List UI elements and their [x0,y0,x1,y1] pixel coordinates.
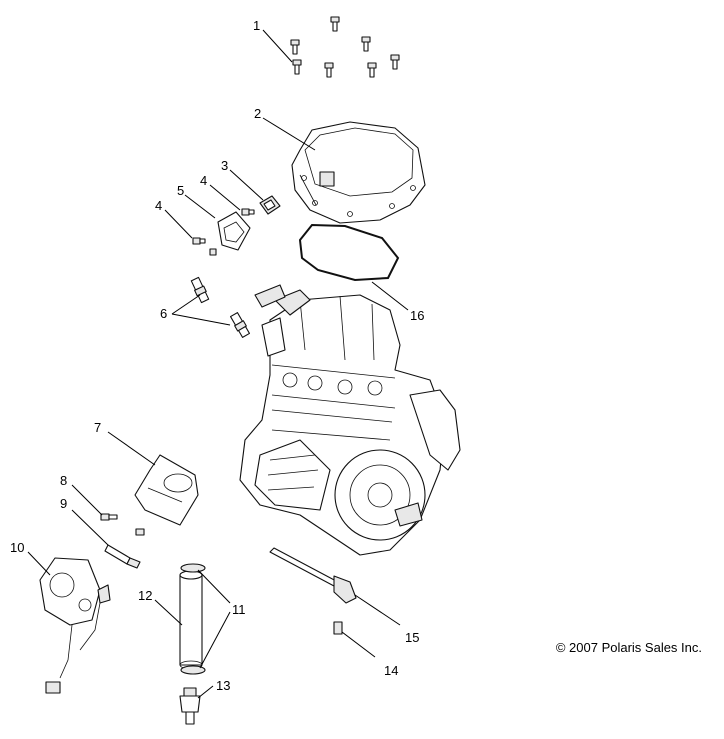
callout-10: 10 [10,540,24,555]
pin-14 [333,621,343,635]
intake-boot [134,454,199,526]
callout-11: 11 [232,602,246,617]
clamps [180,563,206,675]
bolt [367,62,377,78]
sensor-part [259,195,281,215]
callout-8: 8 [60,473,67,488]
bracket-part [217,211,251,251]
callout-4-lower: 4 [155,198,162,213]
bolt [324,62,334,78]
bolt [330,16,340,32]
callout-12: 12 [138,588,152,603]
bolts-group [290,16,400,78]
gasket [298,223,400,282]
callout-1: 1 [253,18,260,33]
callout-2: 2 [254,106,261,121]
engine-block [239,284,461,556]
fitting-13 [179,687,201,725]
spark-plugs [190,276,251,338]
callout-labels: 1 2 3 4 4 5 6 7 8 9 10 11 12 13 14 15 16 [10,18,424,693]
copyright-text: © 2007 Polaris Sales Inc. [555,640,702,655]
hose-12 [179,570,203,670]
leader-lines [27,29,409,699]
callout-9: 9 [60,496,67,511]
bolt-8 [100,513,118,521]
screws-group [192,208,255,256]
callout-5: 5 [177,183,184,198]
bolt-small [135,528,145,536]
callout-16: 16 [410,308,424,323]
screw [241,208,255,216]
screw [192,237,206,245]
callout-7: 7 [94,420,101,435]
throttle-body [39,557,111,694]
screw [209,248,217,256]
bolt-9 [104,544,141,569]
bolt [390,54,400,70]
callout-6: 6 [160,306,167,321]
callout-15: 15 [405,630,419,645]
bolt [292,59,302,75]
bolt [361,36,371,52]
callout-4-upper: 4 [200,173,207,188]
callout-14: 14 [384,663,398,678]
callout-13: 13 [216,678,230,693]
valve-cover [291,121,426,224]
bolt [290,39,300,55]
callout-3: 3 [221,158,228,173]
sensor-probe [269,547,357,604]
